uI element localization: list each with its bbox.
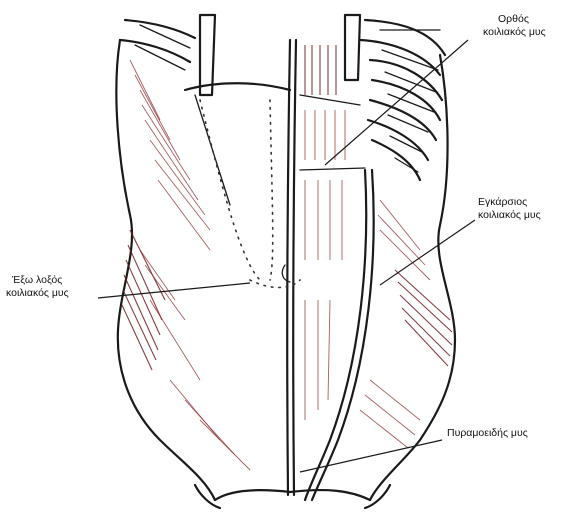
leader-transverse [380,220,475,285]
torso-outline [116,40,455,508]
label-pyramidalis: Πυραμοειδής μυς [447,427,528,439]
label-rectus-line2: κοιλιακός μυς [483,26,546,38]
label-transverse-line1: Εγκάρσιος [478,196,527,208]
label-transverse: Εγκάρσιος κοιλιακός μυς [478,196,541,221]
label-external-oblique: Έξω λοξός κοιλιακός μυς [6,274,69,299]
leader-pyramidalis [300,440,442,472]
label-transverse-line2: κοιλιακός μυς [478,209,541,221]
label-external-oblique-line2: κοιλιακός μυς [6,287,69,299]
label-rectus: Ορθός κοιλιακός μυς [483,13,546,38]
leader-external-oblique [98,283,250,298]
label-pyramidalis-line1: Πυραμοειδής μυς [447,427,528,439]
label-rectus-line1: Ορθός [498,13,529,25]
label-external-oblique-line1: Έξω λοξός [11,274,62,286]
external-oblique-fibers [122,60,250,470]
rib-cage [360,20,445,180]
